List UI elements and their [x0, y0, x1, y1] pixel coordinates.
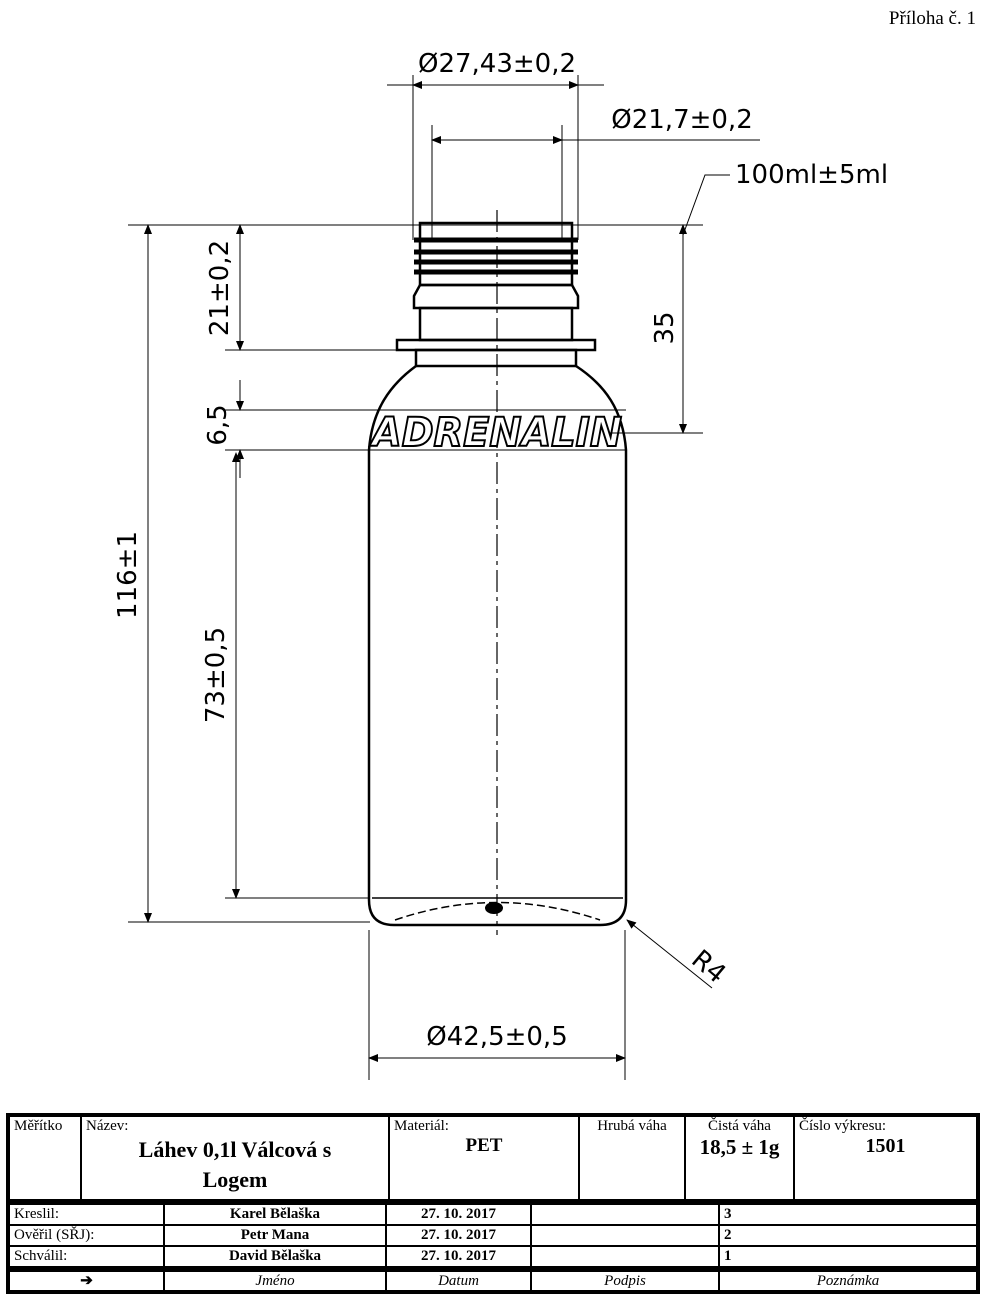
signoff-note: 1: [720, 1247, 976, 1268]
net-weight-label: Čistá váha: [708, 1118, 771, 1134]
material-value: PET: [465, 1135, 503, 1156]
dim-body-height: 73±0,5: [201, 627, 231, 723]
dim-radius: R4: [686, 944, 732, 989]
dimension-lines: [128, 75, 760, 1080]
scale-cell: Měřítko: [10, 1117, 82, 1201]
signoff-signature: [532, 1247, 720, 1268]
footer-divider: [10, 1268, 976, 1272]
dim-outer-finish: Ø27,43±0,2: [418, 49, 576, 79]
footer-name: Jméno: [165, 1272, 387, 1290]
dim-fill-level: 35: [650, 311, 680, 344]
signoff-role: Ověřil (SŘJ):: [10, 1226, 165, 1247]
drawing-no-cell: Číslo výkresu:1501: [795, 1117, 976, 1201]
signoff-signature: [532, 1205, 720, 1226]
dim-neck-height: 21±0,2: [205, 240, 235, 336]
signoff-note: 2: [720, 1226, 976, 1247]
signoff-name: Karel Bělaška: [165, 1205, 387, 1226]
dim-inner-finish: Ø21,7±0,2: [611, 105, 753, 135]
drawing-no-value: 1501: [865, 1135, 906, 1157]
footer-note: Poznámka: [816, 1273, 880, 1289]
scale-label: Měřítko: [14, 1118, 63, 1134]
dim-body-diameter: Ø42,5±0,5: [426, 1022, 568, 1052]
gate-mark-icon: [485, 902, 503, 914]
bottle-drawing: ADRENALIN Ø27,43±0,2 Ø21,7±0,2 100ml±5ml…: [113, 49, 888, 1080]
title-block-divider: [10, 1201, 976, 1205]
material-cell: Materiál: PET: [390, 1117, 580, 1201]
signoff-role: Kreslil:: [10, 1205, 165, 1226]
gross-weight-cell: Hrubá váha: [580, 1117, 686, 1201]
title-block: Měřítko Název: Láhev 0,1l Válcová s Logem…: [6, 1113, 980, 1294]
dim-total-height: 116±1: [113, 531, 143, 619]
dim-logo-band: 6,5: [203, 404, 233, 445]
bottle-outline: [367, 210, 628, 935]
name-label: Název:: [86, 1118, 129, 1134]
signoff-note: 3: [720, 1205, 976, 1226]
signoff-name: Petr Mana: [165, 1226, 387, 1247]
signoff-date: 27. 10. 2017: [387, 1205, 532, 1226]
net-weight-value: 18,5 ± 1g: [699, 1135, 780, 1159]
logo-lettering: ADRENALIN: [369, 410, 622, 456]
dim-volume: 100ml±5ml: [735, 160, 888, 190]
name-cell: Název: Láhev 0,1l Válcová s Logem: [82, 1117, 390, 1201]
name-value: Láhev 0,1l Válcová s Logem: [138, 1137, 332, 1192]
drawing-no-label: Číslo výkresu:: [799, 1118, 887, 1134]
gross-weight-label: Hrubá váha: [597, 1118, 667, 1134]
footer-arrow: ➔: [10, 1272, 165, 1290]
signoff-signature: [532, 1226, 720, 1247]
signoff-name: David Bělaška: [165, 1247, 387, 1268]
signoff-date: 27. 10. 2017: [387, 1226, 532, 1247]
material-label: Materiál:: [394, 1118, 449, 1134]
annex-label: Příloha č. 1: [888, 8, 976, 29]
signoff-role: Schválil:: [10, 1247, 165, 1268]
signoff-date: 27. 10. 2017: [387, 1247, 532, 1268]
footer-signature: Podpis: [532, 1272, 720, 1290]
footer-date: Datum: [387, 1272, 532, 1290]
